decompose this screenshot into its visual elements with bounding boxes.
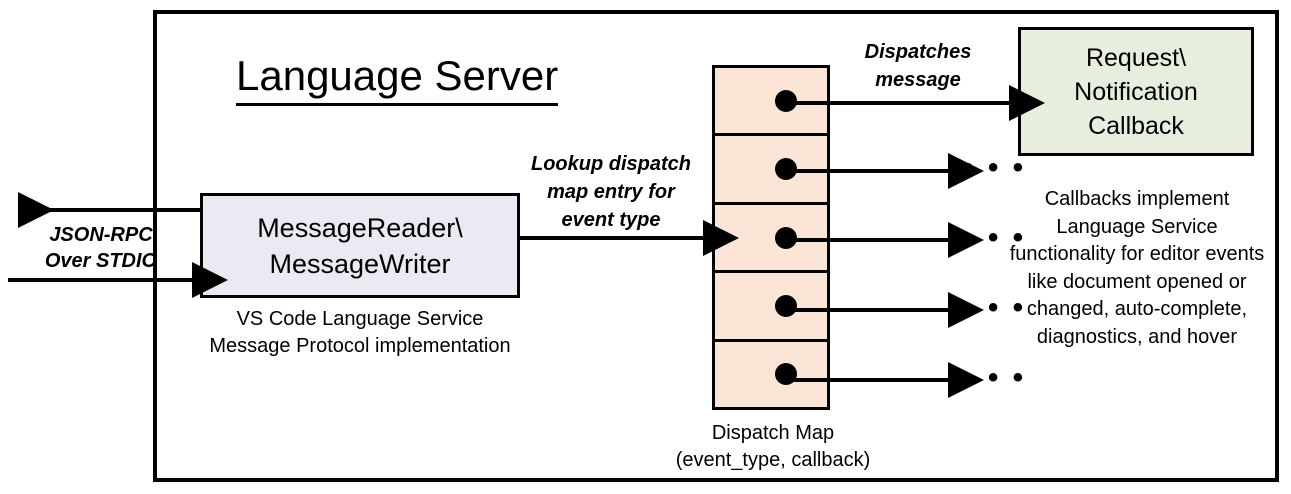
map-caption-line1: Dispatch Map — [711, 422, 835, 444]
jsonrpc-label-line2: Over STDIO — [44, 250, 158, 272]
lookup-label-line2: map entry for — [547, 181, 675, 203]
request-notification-callback-box[interactable]: Request\ Notification Callback — [1018, 27, 1254, 156]
dispatch-map-row[interactable] — [715, 204, 827, 274]
callback-dot-icon — [775, 158, 797, 181]
callback-line1: Request\ — [1085, 43, 1187, 72]
message-writer-label: MessageWriter — [269, 248, 451, 279]
page-title: Language Server — [236, 50, 559, 106]
callback-line2: Notification — [1074, 77, 1198, 106]
dispatch-map-caption: Dispatch Map (event_type, callback) — [633, 420, 913, 474]
language-server-boundary — [153, 10, 1279, 482]
lookup-label-line1: Lookup dispatch — [531, 153, 691, 175]
map-caption-line2: (event_type, callback) — [675, 449, 871, 471]
callback-dot-icon — [775, 226, 797, 249]
dispatch-map-row[interactable] — [715, 68, 827, 137]
jsonrpc-transport-label: JSON-RPC Over STDIO — [26, 222, 176, 274]
dispatch-map-row[interactable] — [715, 341, 827, 408]
callback-dot-icon — [775, 294, 797, 317]
dispatch-map-table[interactable] — [712, 65, 830, 410]
reader-caption-line2: Message Protocol implementation — [209, 335, 511, 357]
reader-caption-line1: VS Code Language Service — [236, 308, 484, 330]
dispatch-label-line2: message — [875, 69, 961, 91]
dispatch-map-row[interactable] — [715, 136, 827, 205]
callback-dot-icon — [775, 89, 797, 112]
lookup-dispatch-label: Lookup dispatch map entry for event type — [516, 150, 706, 234]
dispatch-map-row[interactable] — [715, 273, 827, 342]
message-reader-caption: VS Code Language Service Message Protoco… — [180, 306, 540, 360]
ellipsis-row-2: • • • — [963, 151, 1027, 184]
message-reader-label: MessageReader\ — [257, 212, 463, 243]
callback-caption: Callbacks implement Language Service fun… — [1009, 188, 1265, 348]
jsonrpc-label-line1: JSON-RPC — [49, 224, 153, 246]
dispatches-message-label: Dispatches message — [833, 38, 1003, 94]
message-reader-writer-box[interactable]: MessageReader\ MessageWriter — [200, 193, 520, 298]
callback-dot-icon — [775, 363, 797, 386]
dispatch-label-line1: Dispatches — [864, 41, 972, 63]
lookup-label-line3: event type — [561, 209, 661, 231]
ellipsis-row-5: • • • — [963, 361, 1027, 394]
callback-line3: Callback — [1088, 111, 1184, 140]
